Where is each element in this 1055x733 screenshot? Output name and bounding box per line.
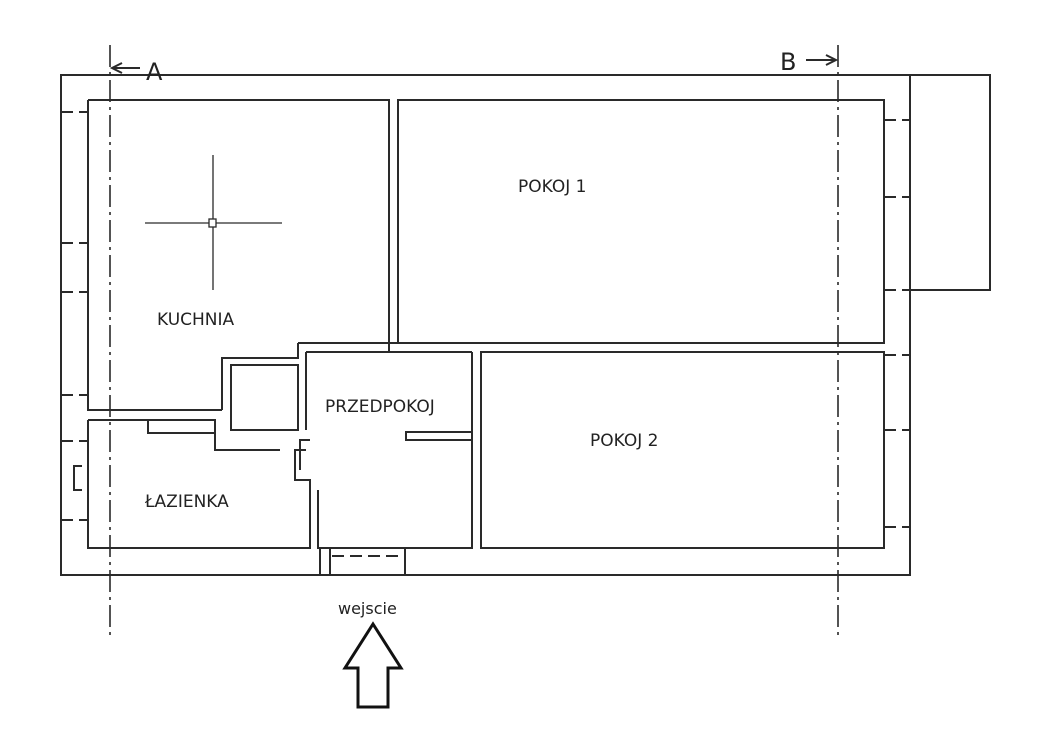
left-windows xyxy=(61,111,88,521)
shaft-walls xyxy=(221,342,389,431)
balcony xyxy=(909,74,991,291)
arrow-a-icon xyxy=(109,62,140,74)
hallway-walls xyxy=(305,351,473,549)
vent xyxy=(73,465,82,491)
room1-label: POKOJ 1 xyxy=(518,177,586,197)
kitchen-label: KUCHNIA xyxy=(157,310,235,330)
room1-walls xyxy=(397,99,885,344)
outer-wall xyxy=(60,74,911,576)
entrance-arrow-icon xyxy=(342,621,404,709)
room2-label: POKOJ 2 xyxy=(590,431,658,451)
partition xyxy=(389,342,398,353)
bathroom-walls xyxy=(87,419,311,549)
arrow-b-icon xyxy=(806,54,839,66)
light-fixture-center xyxy=(208,218,217,228)
entrance-label: wejscie xyxy=(338,599,397,618)
right-windows xyxy=(884,119,910,528)
bathroom-label: ŁAZIENKA xyxy=(144,492,229,512)
kitchen-walls xyxy=(87,99,390,411)
entrance-opening xyxy=(319,548,406,575)
section-b-label: B xyxy=(780,48,796,76)
section-a-label: A xyxy=(146,58,163,86)
room2-walls xyxy=(480,351,885,549)
hallway-label: PRZEDPOKOJ xyxy=(325,397,435,417)
